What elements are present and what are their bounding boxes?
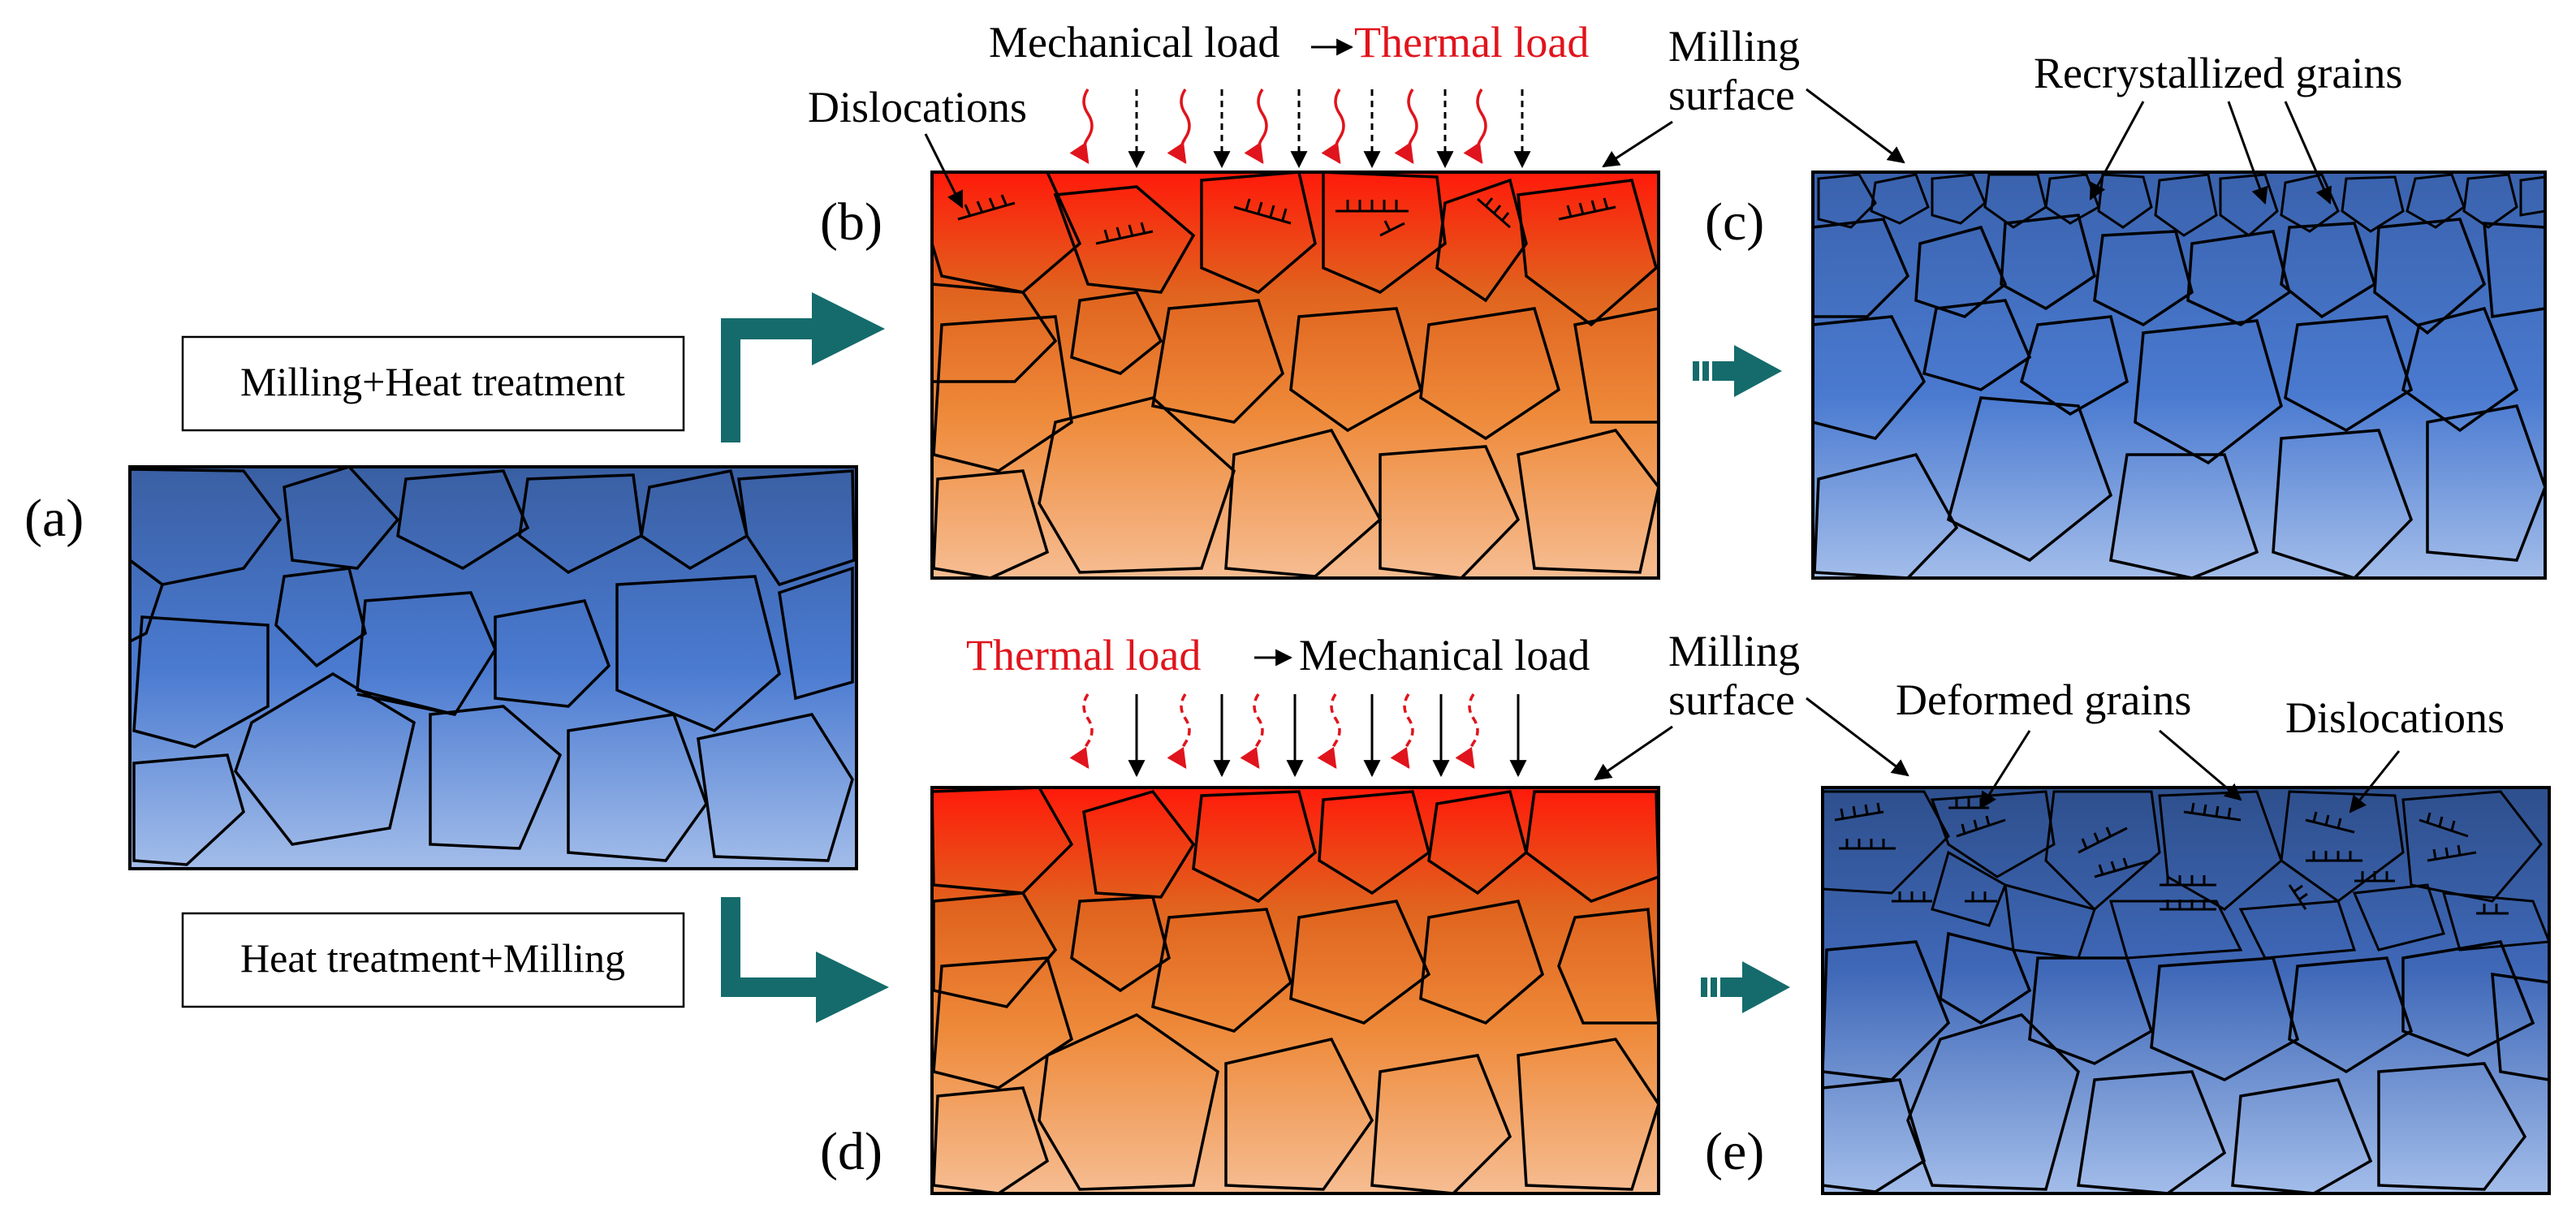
label-mechanical-load-d: Mechanical load [1299, 631, 1590, 680]
panel-b: (b) [820, 170, 1660, 580]
path-arrow-icon [1693, 345, 1782, 397]
panel-e-grains [1821, 931, 2551, 1195]
path-arrow-icon [721, 897, 889, 1023]
milling-surface-label-d: Milling surface [1594, 627, 1909, 781]
panel-b-grains [930, 170, 1660, 580]
process-box-top-text: Milling+Heat treatment [240, 359, 625, 404]
label-deformed-grains: Deformed grains [1896, 675, 2191, 724]
label-dislocations-b: Dislocations [808, 83, 1027, 132]
panel-d-grains [930, 786, 1660, 1195]
milling-surface-label-b: Milling surface [1602, 22, 1905, 168]
label-thermal-load-d: Thermal load [966, 631, 1201, 680]
recrystallized-pointer-1 [2089, 101, 2145, 201]
panel-label-b: (b) [820, 192, 882, 252]
panel-label-c: (c) [1705, 192, 1764, 252]
label-mechanical-load-b: Mechanical load [989, 18, 1279, 67]
panel-c: (c) Recrystallized grains [1705, 49, 2547, 580]
panel-label-a: (a) [24, 489, 84, 548]
label-thermal-load-b: Thermal load [1354, 18, 1589, 67]
dislocations-pointer [924, 133, 964, 209]
panel-a-block [128, 465, 858, 870]
dislocation-symbol-icon [957, 194, 1616, 245]
process-box-top: Milling+Heat treatment [181, 335, 685, 432]
path-arrow-icon [721, 292, 885, 442]
milling-label-line2-b: surface [1668, 71, 1795, 119]
milling-label-line2-d: surface [1668, 675, 1795, 724]
milling-label-line1-b: Milling [1668, 22, 1800, 71]
panel-e-block [1821, 786, 2551, 1195]
load-arrow-icon [1128, 694, 1527, 778]
milling-pointer-e [1806, 697, 1909, 777]
process-box-bottom: Heat treatment+Milling [181, 912, 685, 1008]
process-box-bottom-text: Heat treatment+Milling [240, 935, 625, 981]
milling-pointer-c [1806, 88, 1905, 164]
dislocations-pointer-e [2349, 750, 2401, 813]
panel-c-recrystallized-grains [1817, 173, 2547, 237]
label-recrystallized-grains: Recrystallized grains [2034, 49, 2402, 97]
panel-c-grains [1811, 214, 2547, 580]
load-labels-b: Mechanical load Thermal load Dislocation… [808, 18, 1589, 209]
deformed-pointer-2 [2159, 729, 2242, 801]
dashed-arrow-icon [1128, 89, 1531, 169]
load-labels-d: Thermal load Mechanical load [966, 631, 1590, 680]
milling-pointer-b [1602, 120, 1673, 168]
milling-label-line1-d: Milling [1668, 627, 1800, 675]
panel-a: (a) [24, 464, 858, 870]
process-box-top-frame [181, 335, 685, 432]
dislocation-symbol-icon [1834, 798, 2509, 915]
thermal-wavy-arrow-icon [1069, 88, 1487, 165]
deformed-pointer-1 [1979, 730, 2031, 809]
panel-label-d: (d) [820, 1122, 882, 1181]
process-box-bottom-frame [181, 912, 685, 1008]
panel-d: (d) [820, 786, 1660, 1195]
recrystallized-pointer-2 [2227, 101, 2268, 205]
thermal-wavy-arrow-icon [1069, 693, 1479, 770]
panel-a-grains [128, 464, 856, 866]
milling-pointer-d [1594, 725, 1673, 781]
panel-e-deformed-grains [1821, 790, 2552, 960]
path-arrow-icon [1701, 961, 1790, 1013]
panel-d-block [930, 786, 1660, 1195]
label-dislocations-e: Dislocations [2285, 693, 2505, 742]
recrystallized-pointer-3 [2284, 101, 2332, 205]
panel-label-e: (e) [1705, 1122, 1764, 1181]
panel-e: (e) Deformed grains Dislocations [1705, 675, 2552, 1195]
panel-b-block [930, 170, 1660, 580]
